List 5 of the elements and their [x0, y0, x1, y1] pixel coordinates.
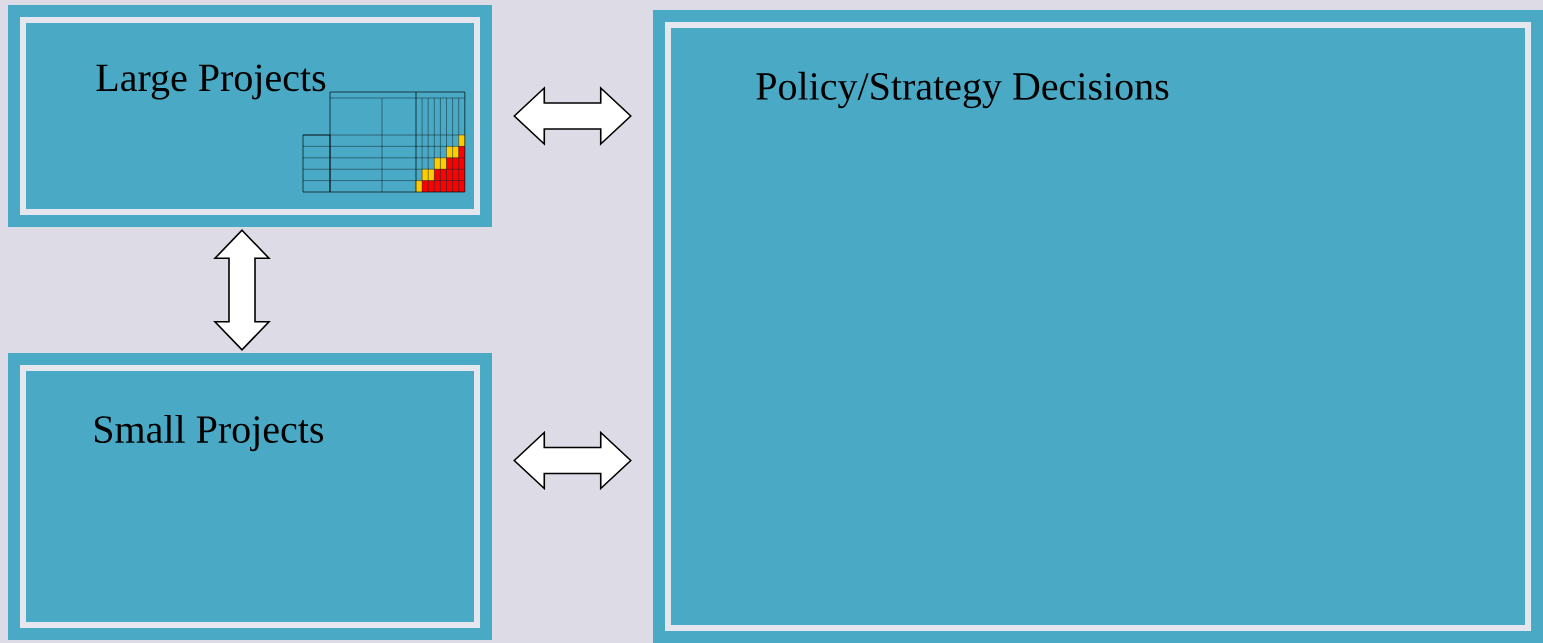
project-box: Small Projects: [8, 353, 492, 640]
project-box: Policy/Strategy Decisions: [653, 10, 1543, 643]
double-arrow: [513, 430, 632, 491]
double-arrow: [513, 86, 632, 146]
double-arrow: [213, 229, 271, 351]
